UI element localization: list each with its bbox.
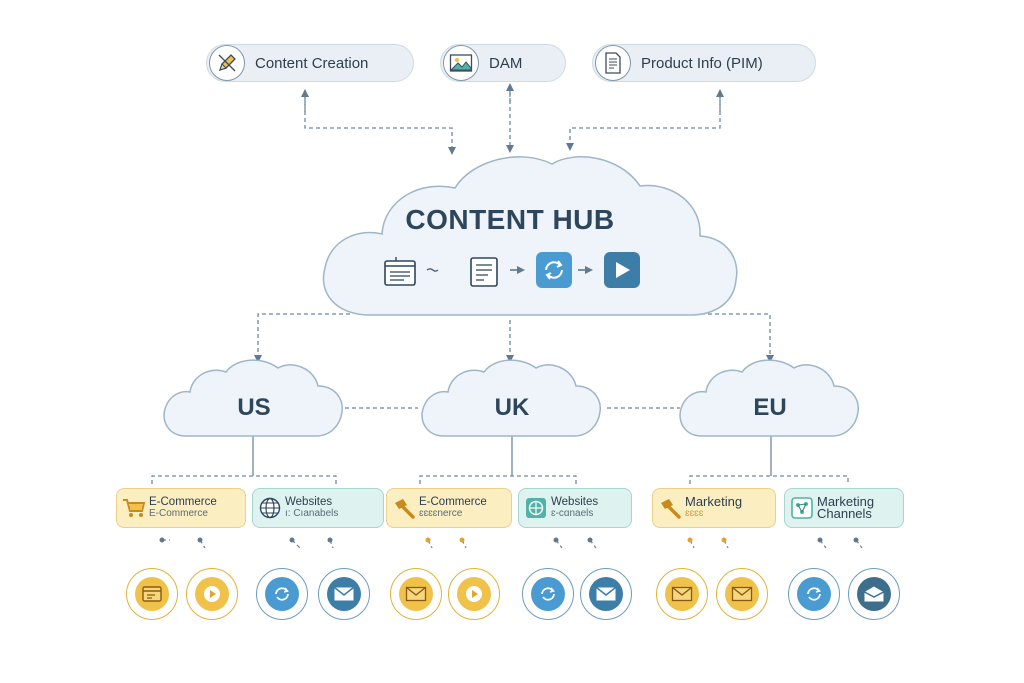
sync-icon — [265, 577, 299, 611]
source-label: DAM — [489, 54, 523, 72]
link-content-creation-hub — [304, 90, 456, 155]
source-pim[interactable]: Product Info (PIM) — [592, 44, 816, 82]
hammer-icon — [657, 495, 683, 521]
endpoint-us-browser[interactable] — [126, 568, 178, 620]
endpoint-us-play[interactable] — [186, 568, 238, 620]
branch-uk — [419, 475, 577, 484]
endpoint-eu-mail-open[interactable] — [848, 568, 900, 620]
channel-subtitle: ɛ-cɑnaels — [551, 508, 594, 519]
endpoint-eu-mail[interactable] — [656, 568, 708, 620]
image-icon — [443, 45, 479, 81]
browser-window-icon — [135, 577, 169, 611]
pencil-icon — [209, 45, 245, 81]
endpoint-uk-mail-2[interactable] — [580, 568, 632, 620]
window-icon — [380, 252, 420, 292]
source-dam[interactable]: DAM — [440, 44, 566, 82]
channel-title: Marketing — [685, 494, 743, 509]
region-uk-label: UK — [494, 394, 530, 421]
content-hub-title: CONTENT HUB — [405, 204, 615, 235]
sync-icon — [534, 250, 574, 290]
channel-title: E-Commerce — [419, 496, 487, 508]
mail-icon — [589, 577, 623, 611]
link-pim-hub — [566, 90, 721, 151]
branch-eu — [689, 475, 849, 484]
channel-title: Marketing — [817, 494, 875, 509]
play-icon — [195, 577, 229, 611]
channel-subtitle: ɛɛɛɛ — [685, 508, 704, 519]
play-icon — [457, 577, 491, 611]
mail-icon — [327, 577, 361, 611]
channel-subtitle: E-Commerce — [149, 508, 208, 519]
play-icon — [602, 250, 642, 290]
endpoint-uk-mail[interactable] — [390, 568, 442, 620]
list-document-icon — [464, 252, 504, 292]
endpoint-uk-play[interactable] — [448, 568, 500, 620]
cart-icon — [121, 495, 147, 521]
source-content-creation[interactable]: Content Creation — [206, 44, 414, 82]
region-eu-label: EU — [753, 394, 787, 421]
link-hub-us — [254, 313, 350, 363]
region-us-label: US — [237, 394, 271, 421]
network-icon — [789, 495, 815, 521]
mail-icon — [665, 577, 699, 611]
source-label: Product Info (PIM) — [641, 54, 763, 72]
branch-us — [151, 475, 337, 484]
channel-title: Websites — [551, 496, 599, 508]
endpoint-uk-sync[interactable] — [522, 568, 574, 620]
channel-subtitle: Channels — [817, 506, 872, 521]
link-hub-eu — [680, 313, 774, 363]
endpoint-us-mail[interactable] — [318, 568, 370, 620]
mail-icon — [399, 577, 433, 611]
channel-subtitle: ı: Cıanabels — [285, 508, 339, 519]
globe-icon — [523, 495, 549, 521]
channel-subtitle: ɛɛɛɛnerce — [419, 508, 463, 519]
channel-title: E-Commerce — [149, 496, 217, 508]
channel-title: Websites — [285, 496, 333, 508]
sync-icon — [797, 577, 831, 611]
mail-open-icon — [857, 577, 891, 611]
endpoint-eu-mail-2[interactable] — [716, 568, 768, 620]
endpoint-us-sync[interactable] — [256, 568, 308, 620]
sync-icon — [531, 577, 565, 611]
document-icon — [595, 45, 631, 81]
globe-icon — [257, 495, 283, 521]
hammer-icon — [391, 495, 417, 521]
endpoint-eu-sync[interactable] — [788, 568, 840, 620]
mail-icon — [725, 577, 759, 611]
source-label: Content Creation — [255, 54, 369, 72]
